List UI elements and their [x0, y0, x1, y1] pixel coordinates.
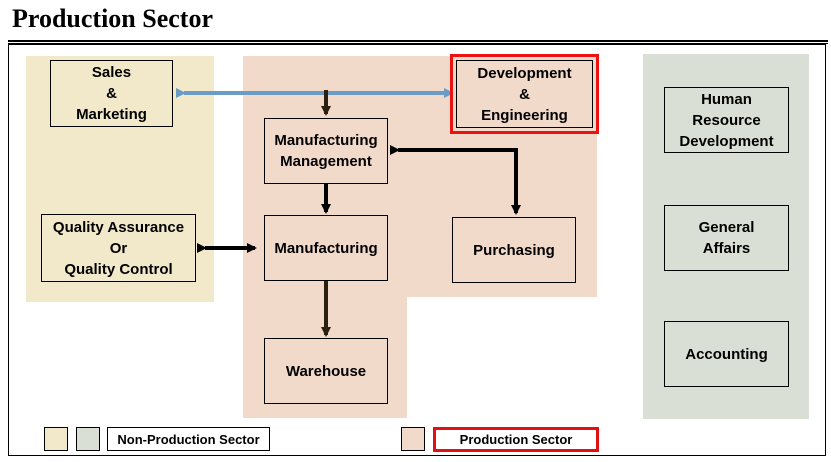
title-rule-thin	[8, 43, 828, 44]
development-engineering-box: Development & Engineering	[450, 54, 599, 134]
sales-marketing-label: Sales & Marketing	[76, 64, 147, 123]
mfg-management-purchasing-link	[390, 145, 521, 215]
quality-label: Quality Assurance Or Quality Control	[52, 218, 185, 278]
general-affairs-box: General Affairs	[664, 205, 789, 271]
legend-swatch-non-production-green	[76, 427, 100, 451]
warehouse-label: Warehouse	[285, 362, 367, 380]
hrd-box: Human Resource Development	[664, 87, 789, 153]
title-rule-thick	[8, 40, 828, 42]
manufacturing-label: Manufacturing	[274, 239, 378, 257]
page-title: Production Sector	[12, 4, 213, 33]
accounting-box: Accounting	[664, 321, 789, 387]
development-engineering-inner: Development & Engineering	[456, 60, 593, 128]
legend-non-production-label: Non-Production Sector	[107, 427, 270, 451]
legend-production-label: Production Sector	[433, 427, 599, 452]
development-engineering-label: Development & Engineering	[477, 64, 572, 124]
hrd-label: Human Resource Development	[679, 90, 774, 150]
sales-marketing-box: Sales & Marketing	[50, 60, 173, 127]
purchasing-box: Purchasing	[452, 217, 576, 283]
accounting-label: Accounting	[685, 345, 768, 363]
general-affairs-label: General Affairs	[698, 219, 755, 257]
manufacturing-management-box: Manufacturing Management	[264, 118, 388, 184]
warehouse-box: Warehouse	[264, 338, 388, 404]
purchasing-label: Purchasing	[473, 241, 555, 259]
manufacturing-box: Manufacturing	[264, 215, 388, 281]
quality-box: Quality Assurance Or Quality Control	[41, 214, 196, 282]
manufacturing-management-label: Manufacturing Management	[274, 132, 378, 170]
legend-swatch-non-production-tan	[44, 427, 68, 451]
diagram-frame	[8, 44, 826, 456]
legend-swatch-production	[401, 427, 425, 451]
